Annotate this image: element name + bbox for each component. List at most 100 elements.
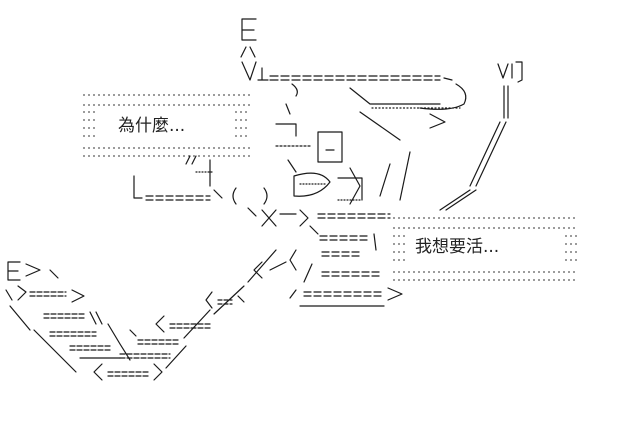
foot-dash — [107, 371, 149, 377]
arm-caret — [429, 113, 446, 129]
right-speech-box: 我想要活... — [393, 217, 577, 281]
speech-dot — [508, 227, 510, 229]
speech-dot — [245, 111, 247, 113]
speech-dot — [563, 227, 565, 229]
speech-dot — [533, 227, 535, 229]
face-tick-1 — [285, 103, 291, 115]
speech-dot — [188, 147, 190, 149]
speech-dot — [238, 147, 240, 149]
speech-dot — [488, 217, 490, 219]
speech-dot — [138, 155, 140, 157]
speech-dot — [528, 279, 530, 281]
speech-dot — [228, 104, 230, 106]
speech-dot — [238, 155, 240, 157]
speech-dot — [483, 227, 485, 229]
speech-dot — [240, 111, 242, 113]
head-bracket-e — [241, 18, 257, 41]
speech-dot — [538, 217, 540, 219]
speech-dot — [458, 217, 460, 219]
speech-dot — [568, 217, 570, 219]
speech-dot — [458, 279, 460, 281]
speech-dot — [113, 147, 115, 149]
speech-dot — [173, 104, 175, 106]
speech-dot — [433, 217, 435, 219]
face-right-paren — [349, 167, 361, 205]
speech-dot — [478, 279, 480, 281]
speech-dot — [403, 279, 405, 281]
leg-caret-1 — [253, 261, 263, 279]
left-speech-text: 為什麼... — [118, 116, 185, 136]
cascade-slash — [309, 225, 319, 235]
speech-dot — [143, 104, 145, 106]
speech-dot — [238, 104, 240, 106]
speech-dot — [148, 104, 150, 106]
speech-dot — [533, 217, 535, 219]
speech-dot — [428, 227, 430, 229]
speech-dot — [463, 217, 465, 219]
speech-dot — [233, 104, 235, 106]
speech-dot — [153, 104, 155, 106]
speech-dot — [83, 155, 85, 157]
speech-dot — [123, 104, 125, 106]
speech-dot — [565, 235, 567, 237]
speech-dot — [570, 243, 572, 245]
speech-dot — [93, 155, 95, 157]
speech-dot — [498, 217, 500, 219]
speech-dot — [393, 227, 395, 229]
speech-dot — [568, 271, 570, 273]
speech-dot — [393, 271, 395, 273]
leg-slash-5 — [183, 309, 211, 339]
staff-slash-bottom — [439, 189, 477, 211]
speech-dot — [88, 155, 90, 157]
foot-slash — [165, 345, 187, 369]
speech-dot — [173, 155, 175, 157]
speech-dot — [245, 119, 247, 121]
speech-dot — [478, 227, 480, 229]
speech-dot — [83, 94, 85, 96]
speech-dot — [223, 147, 225, 149]
speech-dot — [178, 94, 180, 96]
speech-dot — [178, 104, 180, 106]
speech-dot — [235, 111, 237, 113]
speech-dot — [518, 271, 520, 273]
left-dash-5 — [69, 345, 111, 351]
speech-dot — [183, 104, 185, 106]
speech-dot — [423, 227, 425, 229]
speech-dot — [213, 104, 215, 106]
speech-dot — [143, 155, 145, 157]
speech-dot — [223, 104, 225, 106]
speech-dot — [248, 155, 250, 157]
speech-dot — [570, 235, 572, 237]
speech-dot — [573, 279, 575, 281]
speech-dot — [98, 104, 100, 106]
speech-dot — [538, 227, 540, 229]
face-right-slash — [379, 163, 391, 197]
speech-dot — [488, 279, 490, 281]
speech-dot — [108, 155, 110, 157]
speech-dot — [403, 217, 405, 219]
speech-dot — [83, 127, 85, 129]
speech-dot — [393, 217, 395, 219]
leg-tick-4 — [129, 329, 137, 337]
speech-dot — [523, 217, 525, 219]
speech-dot — [463, 271, 465, 273]
left-lambda — [89, 311, 103, 325]
speech-dot — [143, 147, 145, 149]
speech-dot — [468, 217, 470, 219]
x-shape — [261, 209, 277, 227]
speech-dot — [168, 155, 170, 157]
speech-dot — [473, 217, 475, 219]
speech-dot — [433, 271, 435, 273]
speech-dot — [153, 155, 155, 157]
speech-dot — [473, 279, 475, 281]
speech-dot — [153, 147, 155, 149]
leg-slash-1 — [269, 261, 287, 271]
speech-dot — [473, 271, 475, 273]
center-ellipse — [293, 172, 331, 197]
arm-diagonal — [359, 111, 401, 141]
speech-dot — [173, 147, 175, 149]
left-speech-box-dots — [83, 94, 250, 157]
speech-dot — [518, 217, 520, 219]
speech-dot — [248, 94, 250, 96]
speech-dot — [238, 94, 240, 96]
